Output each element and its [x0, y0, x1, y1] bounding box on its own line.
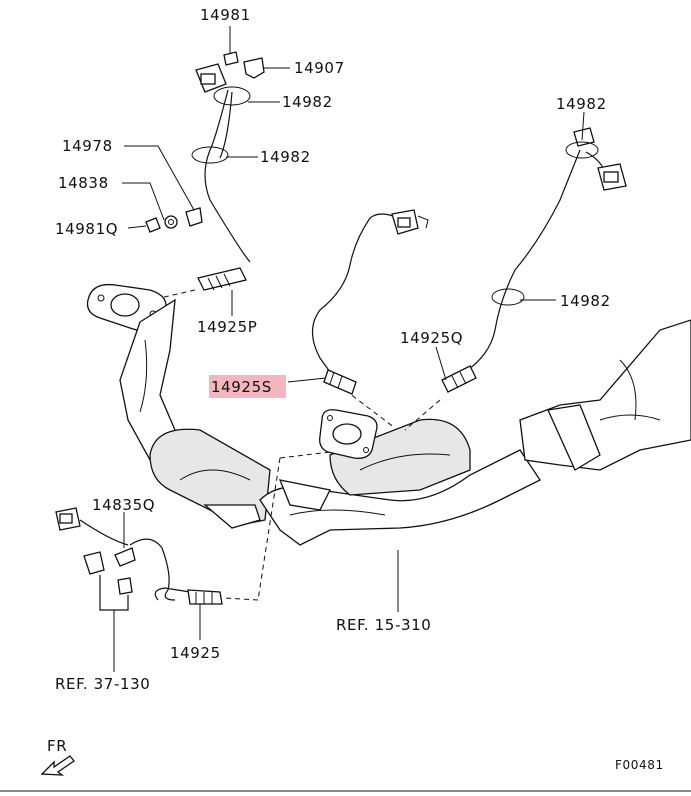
label-14925[interactable]: 14925	[170, 644, 221, 662]
direction-label: FR	[47, 737, 67, 755]
front-arrow-icon	[40, 755, 75, 776]
part-labels: 14981 14907 14982 14982 14978 14838 1498…	[55, 6, 611, 693]
label-14982-right-top[interactable]: 14982	[556, 95, 607, 113]
exhaust-manifold-assembly	[86, 283, 691, 546]
highlight-box-14925s	[209, 375, 286, 398]
label-14838[interactable]: 14838	[58, 174, 109, 192]
label-14981[interactable]: 14981	[200, 6, 251, 24]
figure-code: F00481	[615, 758, 664, 772]
dashed-sensor-outline	[159, 289, 441, 601]
front-direction-indicator: FR	[40, 737, 75, 776]
label-14925p[interactable]: 14925P	[197, 318, 257, 336]
label-14978[interactable]: 14978	[62, 137, 113, 155]
label-14925s[interactable]: 14925S	[211, 378, 272, 396]
label-ref-37-130[interactable]: REF. 37-130	[55, 675, 150, 693]
label-ref-15-310[interactable]: REF. 15-310	[336, 616, 431, 634]
label-14982-top[interactable]: 14982	[282, 93, 333, 111]
label-14835q[interactable]: 14835Q	[92, 496, 155, 514]
label-14982-right-mid[interactable]: 14982	[560, 292, 611, 310]
sensor-14925s-harness	[311, 209, 429, 395]
label-14981q[interactable]: 14981Q	[55, 220, 118, 238]
sensor-14925-harness	[55, 507, 223, 611]
sensor-14925q-harness	[441, 127, 627, 393]
sensor-14925p-harness	[145, 51, 265, 291]
label-14925q[interactable]: 14925Q	[400, 329, 463, 347]
label-14982-mid[interactable]: 14982	[260, 148, 311, 166]
label-14907[interactable]: 14907	[294, 59, 345, 77]
leader-lines	[113, 26, 585, 672]
